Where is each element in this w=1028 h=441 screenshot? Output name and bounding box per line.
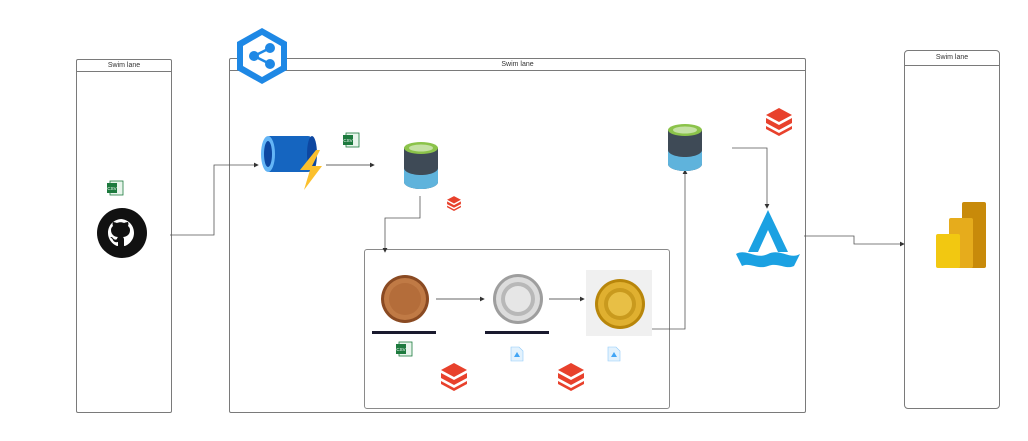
bronze-caption <box>372 331 436 334</box>
azure-function-pipe-icon <box>261 136 322 190</box>
csv-label: CSV <box>107 186 116 191</box>
connector-storage-to-bronze <box>382 196 421 253</box>
azure-storage-icon <box>404 142 438 189</box>
csv-file-icon: CSV <box>396 341 413 357</box>
azure-storage-icon <box>668 124 702 171</box>
power-bi-icon <box>936 202 986 268</box>
connector-github-to-ingest <box>170 162 259 236</box>
csv-file-icon: CSV <box>343 132 360 148</box>
bronze-medal-icon <box>381 275 429 323</box>
silver-medal-icon <box>493 274 543 324</box>
connector-serving-to-adx <box>732 147 770 209</box>
github-icon <box>97 208 147 258</box>
swim-lane-title: Swim lane <box>77 60 171 72</box>
silver-caption <box>485 331 549 334</box>
databricks-icon <box>558 363 584 391</box>
delta-file-icon <box>510 346 524 362</box>
swim-lane-title: Swim lane <box>230 59 805 71</box>
swim-lane-title: Swim lane <box>905 51 999 66</box>
connector-gold-to-serving <box>652 169 688 330</box>
databricks-icon <box>441 363 467 391</box>
azure-data-explorer-icon <box>736 210 800 268</box>
csv-label: CSV <box>343 138 352 143</box>
csv-label: CSV <box>396 347 405 352</box>
gold-medal-icon <box>595 279 645 329</box>
databricks-icon <box>766 108 792 136</box>
csv-file-icon: CSV <box>107 180 124 196</box>
azure-synapse-icon <box>237 28 287 84</box>
databricks-icon <box>447 196 461 211</box>
delta-file-icon <box>607 346 621 362</box>
connector-adx-to-powerbi <box>804 235 905 247</box>
